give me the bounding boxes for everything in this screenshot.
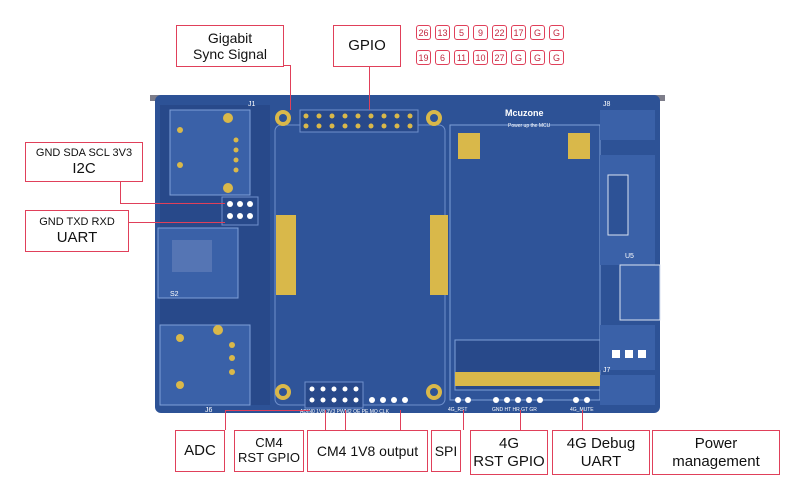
gpio-pin: 17 — [511, 25, 526, 40]
cm4-connector-right — [430, 215, 448, 295]
i2c-text: I2C — [72, 159, 96, 177]
leader-uart — [128, 222, 225, 223]
i2c-uart-header — [221, 196, 259, 226]
rj45-bottom — [159, 324, 251, 406]
leader-gpio — [369, 65, 370, 110]
mpcie-pad-left — [458, 133, 480, 159]
gpio-pin: 11 — [454, 50, 469, 65]
gpio-pin: 26 — [416, 25, 431, 40]
mpcie-pad-right — [568, 133, 590, 159]
cm4-connector-left — [276, 215, 296, 295]
gpio-pin: 10 — [473, 50, 488, 65]
leader-4grst — [463, 410, 464, 430]
label-cm4-1v8: CM4 1V8 output — [307, 430, 428, 472]
label-adc: ADC — [175, 430, 225, 472]
rj45-bottom-pads — [176, 325, 235, 389]
sd-inner — [172, 240, 212, 272]
leader-i2c-h — [120, 180, 121, 203]
i2c-pins-text: GND SDA SCL 3V3 — [35, 147, 133, 160]
label-spi: SPI — [431, 430, 461, 472]
cm4-outline — [274, 124, 446, 406]
gpio-pin: G — [530, 25, 545, 40]
silk-u5: U5 — [625, 253, 634, 260]
gpio-pin: 5 — [454, 25, 469, 40]
silk-j7: J7 — [603, 367, 611, 374]
mpcie-contacts — [455, 372, 600, 386]
silk-4g-rst: 4G_RST — [448, 407, 467, 413]
rj45-top-pads — [177, 113, 239, 193]
bottom-headers — [304, 381, 590, 409]
label-4g-rst: 4G RST GPIO — [470, 430, 548, 475]
silk-j6: J6 — [205, 407, 213, 414]
gpio-pin: G — [511, 50, 526, 65]
gpio-pin: G — [549, 50, 564, 65]
label-uart: GND TXD RXD UART — [25, 210, 129, 252]
gpio-pin: 9 — [473, 25, 488, 40]
label-gpio: GPIO — [333, 25, 401, 67]
leader-cm4rst — [325, 410, 326, 430]
leader-spi — [400, 410, 401, 430]
label-power: Power management — [652, 430, 780, 475]
usb-port — [619, 264, 661, 321]
label-i2c: GND SDA SCL 3V3 I2C — [25, 142, 143, 182]
gpio-header — [299, 109, 419, 133]
rj45-top — [169, 109, 251, 196]
silk-s2: S2 — [170, 291, 179, 298]
brand-slogan: Power up the MCU — [508, 123, 551, 129]
leader-4gdebug — [520, 410, 521, 430]
silk-j8: J8 — [603, 101, 611, 108]
gpio-pin: G — [549, 25, 564, 40]
gpio-pin: 19 — [416, 50, 431, 65]
usb-bottom — [600, 375, 655, 405]
leader-adc — [225, 410, 310, 411]
gpio-pin: 13 — [435, 25, 450, 40]
gpio-pin: G — [530, 50, 545, 65]
gpio-pin: 6 — [435, 50, 450, 65]
uart-text: UART — [56, 228, 98, 246]
label-4g-debug: 4G Debug UART — [552, 430, 650, 475]
power-pads — [612, 350, 646, 358]
gpio-pin: 27 — [492, 50, 507, 65]
gpio-pin: 22 — [492, 25, 507, 40]
power-jack — [600, 325, 655, 370]
leader-1v8 — [345, 410, 346, 430]
usb-top — [600, 110, 655, 140]
brand-name: Mcuzone — [505, 108, 544, 118]
uart-pins-text: GND TXD RXD — [39, 216, 115, 229]
label-gigabit: Gigabit Sync Signal — [176, 25, 284, 67]
silk-j1: J1 — [248, 101, 256, 108]
leader-i2c-h2 — [120, 203, 225, 204]
label-cm4-rst: CM4 RST GPIO — [234, 430, 304, 472]
leader-power — [582, 410, 583, 430]
silk-bottom: ADIN0 1V8 3V3 PWM2 OE PE MO CLK — [300, 409, 390, 415]
silk-4g-uart: GND HT HR GT GR — [492, 407, 537, 413]
leader-gigabit-v — [290, 65, 291, 110]
leader-adc-v — [225, 410, 226, 430]
